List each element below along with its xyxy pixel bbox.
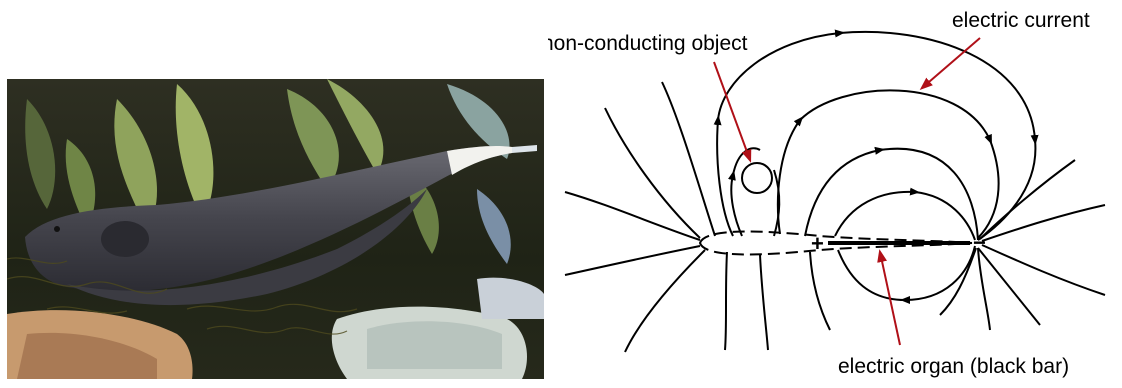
fish-photo-illustration <box>7 79 544 379</box>
field-line-left-3 <box>565 246 700 275</box>
annotation-arrows <box>714 38 980 345</box>
field-line-third-loop <box>805 149 978 240</box>
arrow-to-organ <box>880 252 900 345</box>
field-line-left-4 <box>625 250 705 352</box>
field-line-bottom-3 <box>810 252 830 330</box>
label-electric-current: electric current <box>952 9 1090 32</box>
field-line-bottom-1 <box>725 252 727 350</box>
field-line-inner-upper <box>835 192 975 240</box>
field-lines <box>565 32 1105 352</box>
field-line-left-5 <box>662 82 715 236</box>
field-line-right-2 <box>982 245 1105 295</box>
label-electric-organ: electric organ (black bar) <box>838 355 1069 378</box>
field-line-left-1 <box>605 108 700 238</box>
non-conducting-object-circle <box>742 163 772 193</box>
field-line-bottom-2 <box>760 255 768 350</box>
field-line-inner-lower <box>838 246 975 300</box>
electric-field-diagram: + − <box>548 0 1122 383</box>
fish-photo <box>7 79 544 379</box>
plus-sign: + <box>811 231 824 256</box>
field-diagram-svg: + − <box>548 0 1122 383</box>
label-non-conducting-object: non-conducting object <box>548 32 748 55</box>
